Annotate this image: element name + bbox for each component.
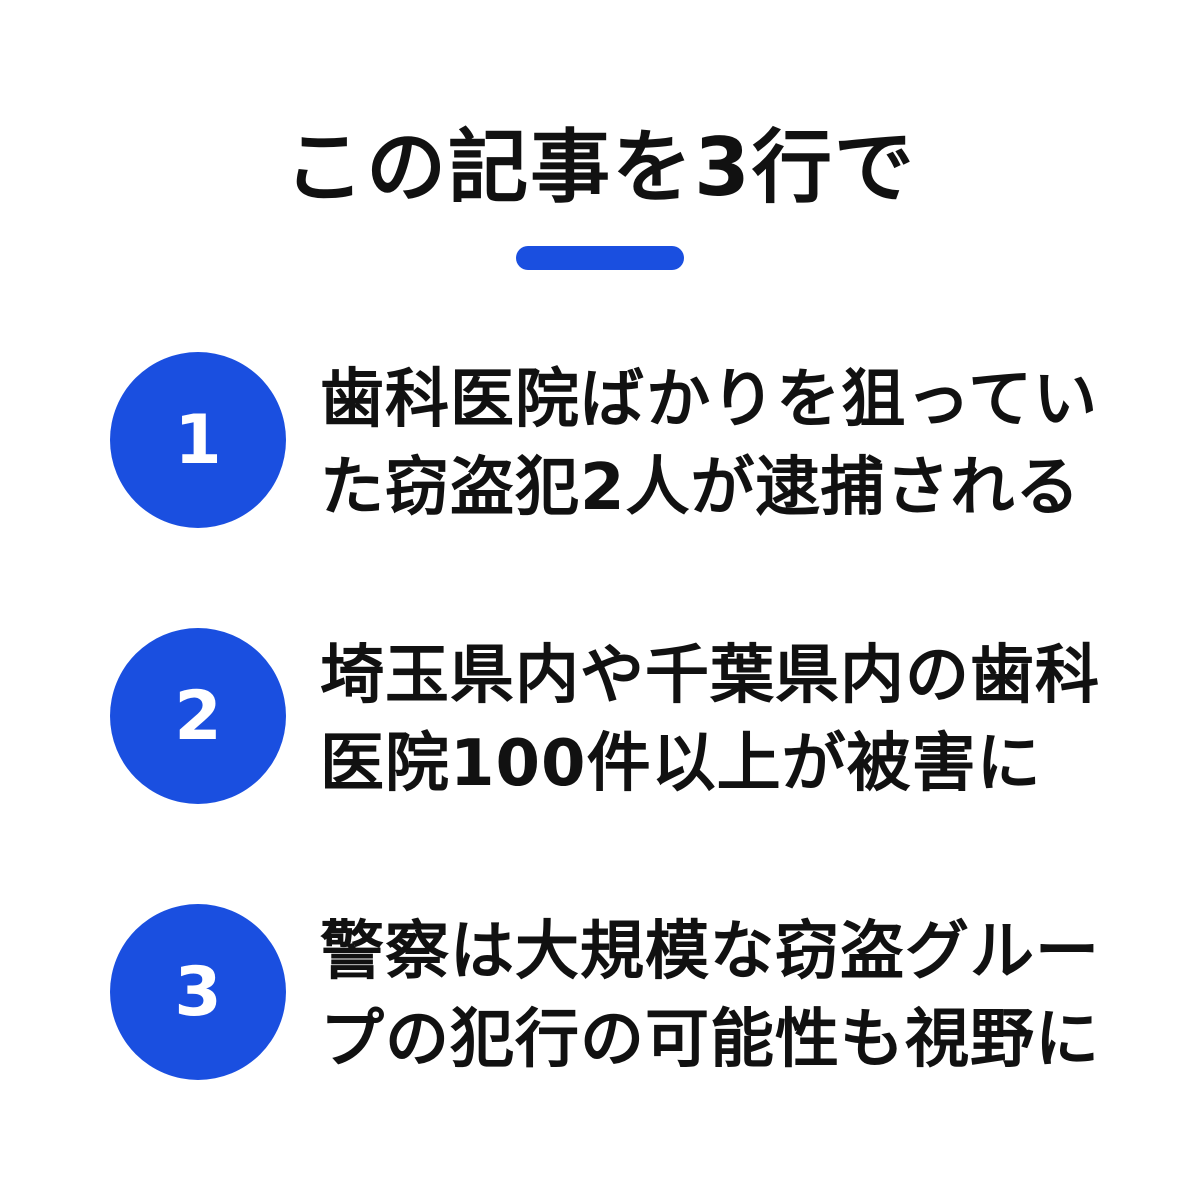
- summary-item-2: 2 埼玉県内や千葉県内の歯科 医院100件以上が被害に: [110, 628, 1110, 804]
- number-2: 2: [174, 676, 222, 756]
- number-1: 1: [174, 400, 222, 480]
- summary-text-3: 警察は大規模な窃盗グルー プの犯行の可能性も視野に: [320, 908, 1110, 1084]
- number-3: 3: [174, 952, 222, 1032]
- summary-line: プの犯行の可能性も視野に: [320, 1003, 1100, 1077]
- summary-line: 歯科医院ばかりを狙ってい: [320, 363, 1099, 437]
- summary-text-2: 埼玉県内や千葉県内の歯科 医院100件以上が被害に: [320, 632, 1110, 808]
- summary-line: 警察は大規模な窃盗グルー: [320, 915, 1100, 989]
- summary-line: た窃盗犯2人が逮捕される: [320, 451, 1081, 525]
- number-badge-3: 3: [110, 904, 286, 1080]
- number-badge-2: 2: [110, 628, 286, 804]
- summary-item-3: 3 警察は大規模な窃盗グルー プの犯行の可能性も視野に: [110, 904, 1110, 1080]
- title-underline: [516, 246, 684, 270]
- summary-line: 医院100件以上が被害に: [320, 727, 1042, 801]
- page-title: この記事を3行で: [284, 121, 916, 214]
- summary-item-1: 1 歯科医院ばかりを狙ってい た窃盗犯2人が逮捕される: [110, 352, 1110, 528]
- summary-text-1: 歯科医院ばかりを狙ってい た窃盗犯2人が逮捕される: [320, 356, 1110, 532]
- summary-line: 埼玉県内や千葉県内の歯科: [320, 639, 1100, 713]
- number-badge-1: 1: [110, 352, 286, 528]
